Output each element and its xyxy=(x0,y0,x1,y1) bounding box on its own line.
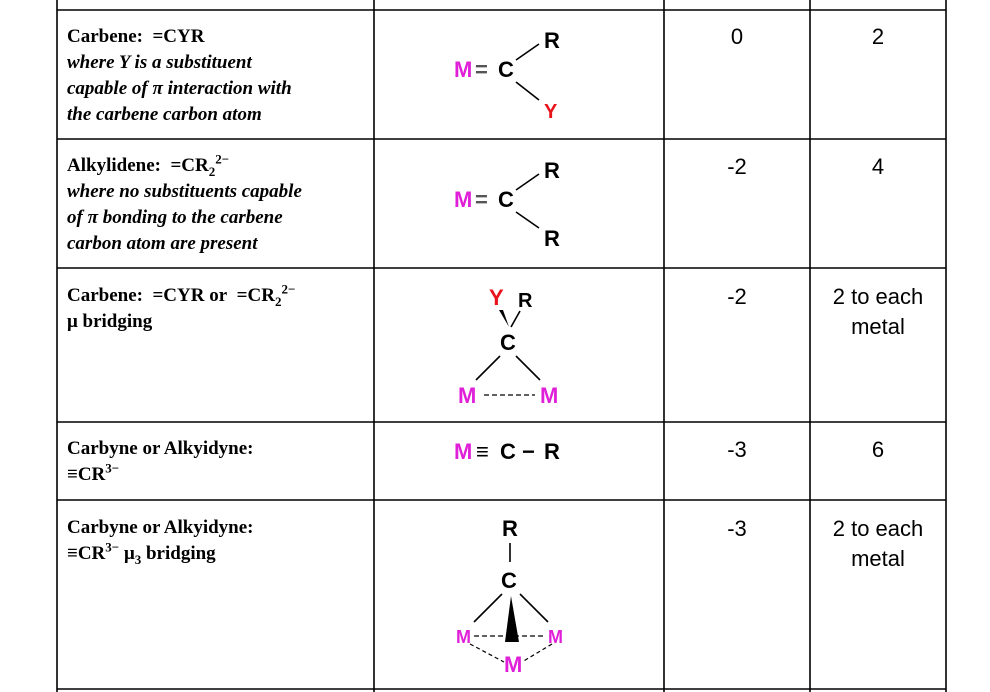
row-4-carbon: C xyxy=(500,439,516,464)
row-1-carbon: C xyxy=(498,57,514,82)
row-1-note-line-1: where Y is a substituent xyxy=(67,52,252,73)
row-1-formula: =CYR xyxy=(152,26,205,47)
row-4-metal: M xyxy=(454,439,472,464)
row-2-electrons: 4 xyxy=(871,154,885,179)
row-5-formula-sup: 3− xyxy=(105,539,120,555)
row-5-structure: R C M M M xyxy=(456,516,563,677)
row-3-formula-b-sub: 2 xyxy=(274,293,282,309)
row-5-bond-right-metal xyxy=(519,593,549,623)
row-1-charge: 0 xyxy=(730,24,744,49)
row-2-formula-sup: 2− xyxy=(215,151,230,167)
row-2-name: Alkylidene: xyxy=(67,155,161,176)
row-5-mu: μ xyxy=(123,543,135,564)
row-5-mu-sub: 3 xyxy=(134,551,142,567)
row-5-wedge-bond xyxy=(505,596,519,642)
row-3-formula-b: =CR xyxy=(236,285,275,306)
row-5-r-sub: R xyxy=(502,516,518,541)
row-2-formula-sub: 2 xyxy=(208,163,216,179)
row-2-note-line-2: of π bonding to the carbene xyxy=(67,207,283,228)
row-2-structure: M = C R R xyxy=(454,158,560,251)
row-1-description: Carbene: =CYR where Y is a substituent c… xyxy=(67,24,367,128)
row-3-metal-left: M xyxy=(458,383,476,408)
row-4-r-sub: R xyxy=(544,439,560,464)
row-5-charge: -3 xyxy=(727,516,747,541)
row-1-name: Carbene: xyxy=(67,26,143,47)
row-3-bond-right-metal xyxy=(515,355,541,381)
row-5-carbon: C xyxy=(501,568,517,593)
row-1-bond-top xyxy=(515,43,540,61)
row-3-description: Carbene: =CYR or =CR22− μ bridging xyxy=(67,283,372,335)
row-1-note-line-3: the carbene carbon atom xyxy=(67,104,262,125)
row-5-metal-metal-bond-right xyxy=(521,643,553,663)
row-5-electrons: 2 to each metal xyxy=(810,514,946,574)
row-1-note-line-2: capable of π interaction with xyxy=(67,78,292,99)
row-1-double-bond: = xyxy=(475,57,488,82)
row-1-bond-bottom xyxy=(515,81,540,101)
row-4-single-bond: − xyxy=(522,439,535,464)
row-3-bridging: μ bridging xyxy=(67,311,153,332)
row-2-bond-top xyxy=(515,173,540,191)
row-2-double-bond: = xyxy=(475,187,488,212)
row-5-formula: ≡CR xyxy=(67,543,106,564)
row-4-formula-sup: 3− xyxy=(105,460,120,476)
row-3-metal-right: M xyxy=(540,383,558,408)
row-2-bottom-sub: R xyxy=(544,226,560,251)
row-3-wedge-bond xyxy=(499,310,509,327)
row-4-description: Carbyne or Alkyidyne: ≡CR3− xyxy=(67,436,367,488)
row-3-name: Carbene: xyxy=(67,285,143,306)
row-5-electrons-line-2: metal xyxy=(851,546,905,571)
row-5-description: Carbyne or Alkyidyne: ≡CR3− μ3 bridging xyxy=(67,515,367,567)
row-3-r-sub: R xyxy=(518,290,533,312)
row-3-carbon: C xyxy=(500,330,516,355)
row-3-electrons-line-1: 2 to each xyxy=(832,284,924,309)
row-5-name: Carbyne or Alkyidyne: xyxy=(67,517,254,538)
row-4-formula: ≡CR xyxy=(67,464,106,485)
row-1-electrons: 2 xyxy=(871,24,885,49)
row-2-metal: M xyxy=(454,187,472,212)
row-2-top-sub: R xyxy=(544,158,560,183)
row-4-electrons: 6 xyxy=(871,437,885,462)
row-1-top-sub: R xyxy=(544,28,560,53)
row-3-bond-left-metal xyxy=(475,355,501,381)
row-5-metal-metal-bond-left xyxy=(469,643,505,663)
row-5-metal-left: M xyxy=(456,627,471,647)
row-2-formula: =CR xyxy=(170,155,209,176)
row-5-bridging: bridging xyxy=(145,543,216,564)
row-3-electrons: 2 to each metal xyxy=(810,282,946,342)
row-1-y-sub: Y xyxy=(544,101,558,123)
row-2-bond-bottom xyxy=(515,211,540,229)
row-1-metal: M xyxy=(454,57,472,82)
row-2-carbon: C xyxy=(498,187,514,212)
row-5-bond-left-metal xyxy=(473,593,503,623)
row-3-electrons-line-2: metal xyxy=(851,314,905,339)
row-5-metal-bottom: M xyxy=(504,652,522,677)
row-5-metal-right: M xyxy=(548,627,563,647)
row-4-name: Carbyne or Alkyidyne: xyxy=(67,438,254,459)
row-3-y-sub: Y xyxy=(489,285,504,310)
row-5-electrons-line-1: 2 to each xyxy=(832,516,924,541)
row-2-note-line-1: where no substituents capable xyxy=(67,181,302,202)
row-3-charge: -2 xyxy=(727,284,747,309)
row-1-structure: M = C R Y xyxy=(454,28,560,123)
row-4-structure: M ≡ C − R xyxy=(454,439,560,464)
row-3-structure: Y R C M M xyxy=(458,285,558,408)
row-2-description: Alkylidene: =CR22− where no substituents… xyxy=(67,153,367,257)
row-2-charge: -2 xyxy=(727,154,747,179)
row-3-formula-b-sup: 2− xyxy=(281,281,296,297)
row-4-triple-bond: ≡ xyxy=(476,439,489,464)
row-2-note-line-3: carbon atom are present xyxy=(67,233,258,254)
row-3-bond-r xyxy=(510,310,521,328)
row-3-formula-a: =CYR or xyxy=(152,285,228,306)
row-4-charge: -3 xyxy=(727,437,747,462)
